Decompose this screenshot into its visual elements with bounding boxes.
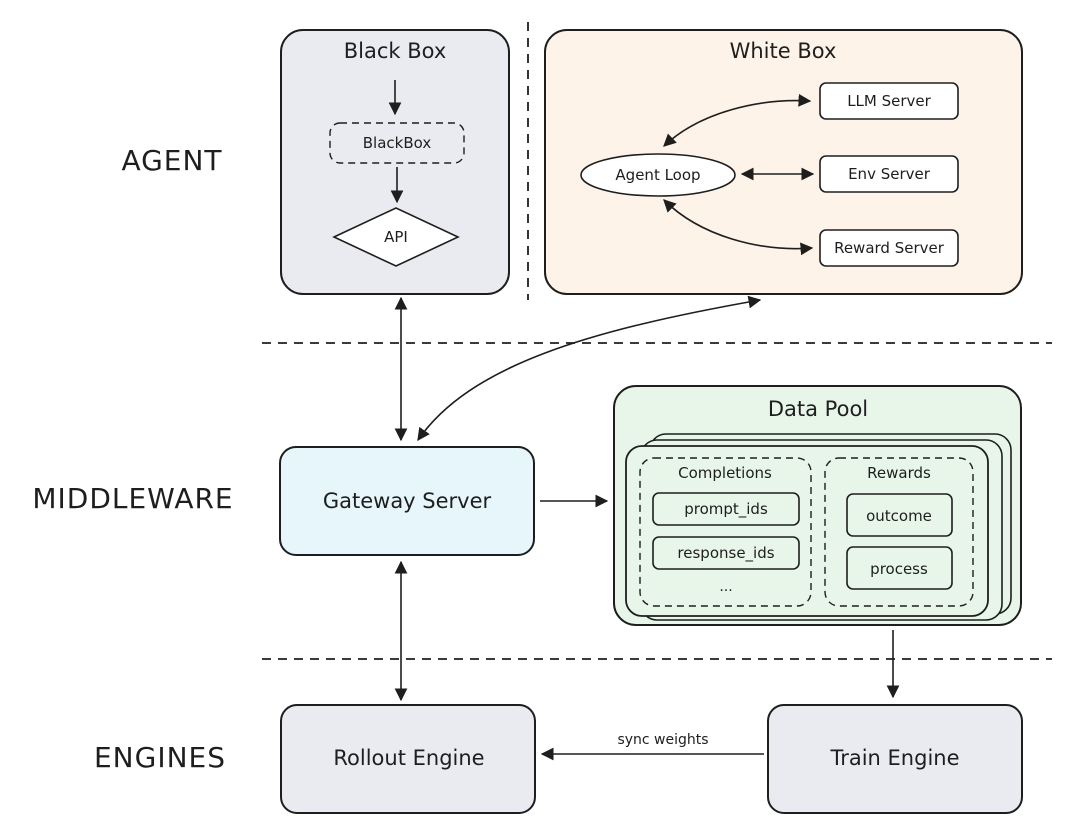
completions-title: Completions [678, 464, 772, 482]
black-box-panel: Black Box BlackBox API [280, 29, 510, 295]
llm-server-node [819, 82, 959, 120]
response-ids-node [652, 536, 800, 570]
train-engine-box: Train Engine [767, 704, 1023, 814]
blackbox-node [329, 122, 465, 164]
rollout-engine-box: Rollout Engine [280, 704, 536, 814]
env-server-label: Env Server [848, 165, 931, 183]
process-label: process [870, 560, 928, 578]
sync-weights-label: sync weights [617, 732, 708, 748]
layer-label-agent: AGENT [121, 144, 222, 177]
agent-loop-node [580, 153, 736, 197]
train-engine-label: Train Engine [829, 746, 959, 770]
env-server-node [819, 155, 959, 193]
layer-label-engines: ENGINES [94, 741, 226, 774]
outcome-node [846, 493, 953, 537]
white-box-panel: White Box Agent Loop LLM Server Env Serv… [544, 29, 1023, 295]
arrow-gateway-whitebox [417, 295, 762, 442]
gateway-server-label: Gateway Server [323, 489, 492, 513]
blackbox-node-label: BlackBox [363, 134, 432, 152]
data-pool-title: Data Pool [768, 397, 868, 421]
layer-label-middleware: MIDDLEWARE [32, 482, 233, 515]
black-box-title: Black Box [344, 39, 447, 63]
rewards-title: Rewards [867, 464, 931, 482]
rewards-group [824, 457, 974, 607]
llm-server-label: LLM Server [847, 92, 931, 110]
outcome-label: outcome [866, 507, 932, 525]
data-pool-panel: Data Pool Completions prompt_ids respons… [613, 385, 1022, 626]
white-box-title: White Box [730, 39, 837, 63]
prompt-ids-node [652, 492, 800, 526]
prompt-ids-label: prompt_ids [684, 500, 768, 519]
agent-loop-label: Agent Loop [615, 166, 700, 184]
api-label: API [384, 228, 408, 246]
arrow-loop-reward [663, 199, 814, 256]
completions-ellipsis: ... [719, 579, 732, 595]
reward-server-node [819, 229, 959, 267]
completions-group [639, 457, 812, 607]
reward-server-label: Reward Server [834, 239, 945, 257]
arrow-loop-llm [663, 93, 812, 147]
rollout-engine-label: Rollout Engine [333, 746, 484, 770]
api-diamond [332, 207, 460, 267]
process-node [846, 546, 953, 590]
response-ids-label: response_ids [677, 544, 774, 563]
gateway-server-box: Gateway Server [279, 446, 535, 556]
